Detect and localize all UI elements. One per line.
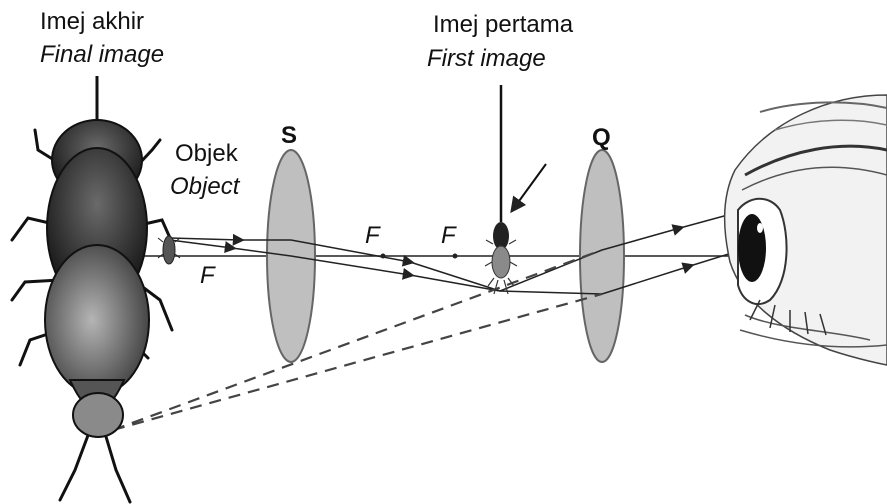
- lens-q: [579, 149, 625, 363]
- focus-label-2: F: [441, 222, 456, 249]
- focal-point-2: [452, 253, 458, 259]
- focus-label-1: F: [365, 222, 380, 249]
- first-image-arrow: [510, 163, 547, 214]
- focus-label-3: F: [200, 262, 215, 289]
- ray-group-eyepiece: [499, 212, 736, 295]
- final-image-beetle-abdomen: [44, 244, 150, 396]
- first-image-label-english: First image: [427, 45, 546, 72]
- eye-icon: [723, 94, 887, 366]
- object-label-english: Object: [170, 173, 240, 200]
- first-image-beetle-icon: [484, 222, 518, 295]
- final-image-label-english: Final image: [40, 41, 165, 68]
- final-image-beetle-end: [72, 392, 124, 438]
- ray-group-objective: [169, 233, 501, 292]
- lens-q-label: Q: [592, 124, 611, 151]
- virtual-rays: [112, 248, 603, 432]
- lens-s-label: S: [281, 122, 298, 149]
- first-image-label: Imej pertama: [433, 11, 574, 38]
- object-label: Objek: [175, 140, 238, 167]
- object-beetle-icon: [157, 235, 181, 265]
- focal-point-1: [380, 253, 386, 259]
- final-image-label: Imej akhir: [40, 8, 145, 35]
